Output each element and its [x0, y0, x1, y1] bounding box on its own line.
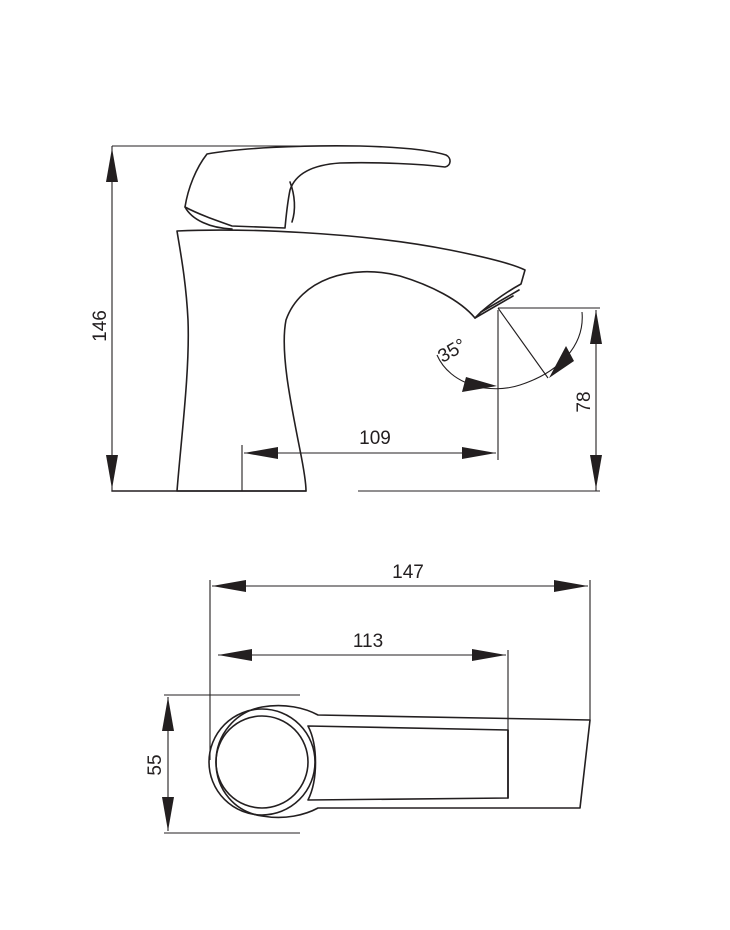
width-dimension-label: 55 [145, 754, 166, 775]
lever-base-curve [184, 206, 233, 230]
faucet-body [176, 229, 526, 492]
spout-length-dimension-label: 113 [353, 631, 383, 652]
arrow-146-bottom [106, 455, 118, 489]
arrow-109-left [244, 447, 278, 459]
spout-height-dimension-label: 78 [574, 391, 595, 412]
arrow-78-bottom [590, 455, 602, 489]
arrow-angle-right [549, 346, 574, 378]
arrow-angle-left [462, 377, 497, 392]
angle-arc [436, 311, 583, 390]
arrow-113-right [472, 649, 506, 661]
arrow-55-bottom [162, 797, 174, 831]
height-dimension-label: 146 [90, 310, 111, 342]
side-view: 146 109 78 35° [90, 145, 602, 492]
lever-top-outline [215, 704, 591, 819]
lever-joint [289, 181, 296, 223]
top-view: 147 113 55 [145, 562, 591, 834]
spout-top-outline [307, 725, 509, 801]
arrow-109-right [462, 447, 496, 459]
arrow-146-top [106, 148, 118, 182]
handle-inner-circle [215, 715, 309, 809]
arrow-78-top [590, 310, 602, 344]
reach-dimension-label: 109 [359, 428, 391, 449]
length-dimension-label: 147 [392, 562, 424, 583]
lever-handle [184, 145, 451, 229]
aerator [474, 289, 520, 319]
arrow-55-top [162, 697, 174, 731]
handle-outer-circle [208, 708, 316, 816]
arrow-147-left [212, 580, 246, 592]
arrow-113-left [218, 649, 252, 661]
arrow-147-right [554, 580, 588, 592]
angle-dimension-label: 35° [435, 335, 470, 368]
